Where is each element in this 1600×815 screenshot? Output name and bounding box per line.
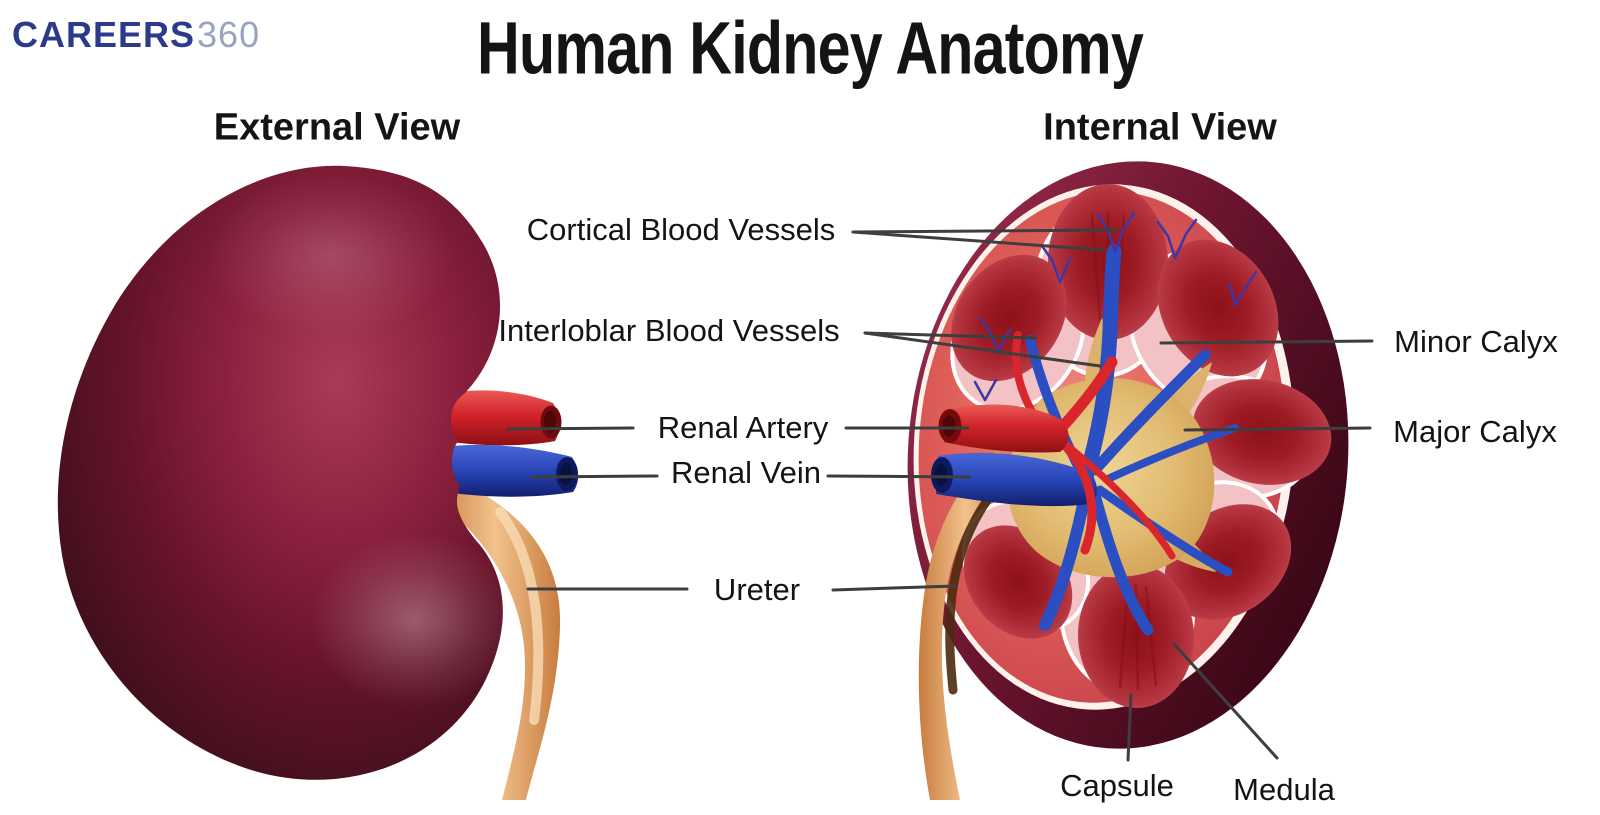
leader-interloblar-b xyxy=(863,331,1102,368)
internal-renal-vein-shape xyxy=(936,452,1098,507)
leader-cortical-b xyxy=(851,230,1105,252)
external-renal-artery-shape xyxy=(434,390,560,446)
page-title: Human Kidney Anatomy xyxy=(477,6,1144,90)
leader-major-calyx xyxy=(1183,426,1372,432)
internal-renal-artery-shape xyxy=(944,404,1069,453)
internal-view-heading: Internal View xyxy=(1043,106,1277,149)
leader-renal-vein-right xyxy=(826,474,972,479)
leader-cortical-a xyxy=(851,228,1119,234)
careers360-logo: CAREERS360 xyxy=(12,14,260,56)
external-renal-vein-shape xyxy=(426,444,579,497)
leader-medula xyxy=(1172,642,1279,760)
logo-suffix-text: 360 xyxy=(197,14,261,55)
label-minor-calyx: Minor Calyx xyxy=(1394,324,1558,359)
external-view-heading: External View xyxy=(213,106,461,149)
external-kidney-art xyxy=(57,165,579,800)
leader-renal-artery-left xyxy=(506,426,635,431)
label-renal-vein: Renal Vein xyxy=(671,455,821,490)
leader-capsule xyxy=(1126,693,1133,762)
label-capsule: Capsule xyxy=(1060,768,1174,803)
leader-interloblar-a xyxy=(863,331,1037,340)
leader-ureter-right xyxy=(831,584,958,592)
leader-minor-calyx xyxy=(1159,339,1374,345)
internal-kidney-art xyxy=(907,161,1349,800)
label-major-calyx: Major Calyx xyxy=(1393,414,1557,449)
cortical-vessel-twigs xyxy=(973,211,1258,402)
internal-ureter-shape xyxy=(918,448,1012,800)
label-medula: Medula xyxy=(1233,772,1335,807)
label-cortical-blood-vessels: Cortical Blood Vessels xyxy=(526,212,836,247)
leader-lines xyxy=(506,228,1374,762)
label-ureter: Ureter xyxy=(713,572,801,607)
label-renal-artery: Renal Artery xyxy=(657,410,829,445)
logo-brand-text: CAREERS xyxy=(12,14,196,55)
leader-renal-vein-left xyxy=(530,474,659,479)
label-interloblar-blood-vessels: Interloblar Blood Vessels xyxy=(498,313,840,348)
